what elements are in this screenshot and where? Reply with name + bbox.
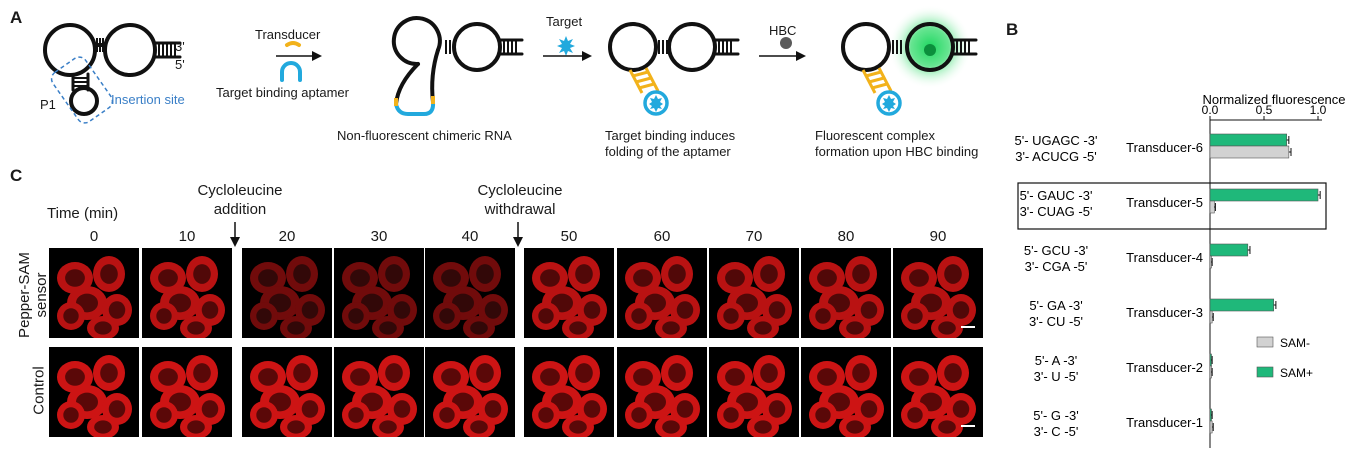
sequence-bottom-4: 3'- CU -5' [1029,314,1083,329]
x-tick-label-0: 0.0 [1202,103,1219,117]
aptamer-label: Target binding aptamer [216,85,349,100]
time-label-60: 60 [653,228,671,245]
category-label-transducer-5: Transducer-5 [1126,195,1203,210]
sequence-top-6: 5'- G -3' [1033,408,1078,423]
sequence-top-1: 5'- UGAGC -3' [1015,133,1098,148]
category-label-transducer-2: Transducer-2 [1126,360,1203,375]
sensor-image-10 [142,248,232,338]
category-label-transducer-3: Transducer-3 [1126,305,1203,320]
control-image-60 [617,347,707,437]
time-label-90: 90 [929,228,947,245]
scale-bar [961,425,975,427]
bar-sam-2 [1209,188,1319,202]
sensor-image-90 [893,248,983,338]
stem-5prime-label: 5' [175,57,185,72]
caption-fluorescent: Fluorescent complex formation upon HBC b… [815,128,979,159]
time-label-50: 50 [560,228,578,245]
transducer-label: Transducer [255,27,321,42]
bar-sam-4 [1209,310,1213,324]
legend-swatch-sam [1256,336,1274,348]
panel-c-letter: C [10,166,23,185]
sequence-top-4: 5'- GA -3' [1029,298,1082,313]
time-label-30: 30 [370,228,388,245]
target-label: Target [546,14,583,29]
x-tick-label-2: 1.0 [1310,103,1327,117]
sequence-top-2: 5'- GAUC -3' [1020,188,1093,203]
control-image-0 [49,347,139,437]
category-label-transducer-1: Transducer-1 [1126,415,1203,430]
insertion-site-box [50,56,114,124]
legend-swatch-sam [1256,366,1274,378]
row-label-control: Control [30,366,48,415]
bar-sam-6 [1209,420,1213,434]
p1-label: P1 [40,97,56,112]
time-label-80: 80 [837,228,855,245]
bar-sam-1 [1209,145,1290,159]
sensor-image-60 [617,248,707,338]
sensor-image-50 [524,248,614,338]
category-label-transducer-6: Transducer-6 [1126,140,1203,155]
panel-a-schematic [43,5,978,124]
sequence-bottom-3: 3'- CGA -5' [1025,259,1088,274]
panel-b-letter: B [1006,20,1019,39]
sensor-image-20 [242,248,332,338]
sensor-image-80 [801,248,891,338]
row-label-sensor: Pepper-SAM sensor [16,252,50,338]
cycloleucine-withdrawal-label: Cycloleucine withdrawal [477,182,563,218]
bar-sam-4 [1209,298,1275,312]
time-label-20: 20 [278,228,296,245]
control-image-20 [242,347,332,437]
control-image-80 [801,347,891,437]
folded-aptamer-icon [608,22,740,72]
insertion-site-label: Insertion site [111,92,185,107]
time-label-70: 70 [745,228,763,245]
time-label-40: 40 [461,228,479,245]
bar-sam-2 [1209,200,1215,214]
sequence-bottom-2: 3'- CUAG -5' [1020,204,1093,219]
control-image-40 [425,347,515,437]
caption-target-binding: Target binding induces folding of the ap… [605,128,736,159]
sequence-top-5: 5'- A -3' [1035,353,1078,368]
control-image-10 [142,347,232,437]
scale-bar [961,326,975,328]
hbc-label: HBC [769,23,797,38]
time-label-10: 10 [178,228,196,245]
sequence-top-3: 5'- GCU -3' [1024,243,1088,258]
panel-a-letter: A [10,8,23,27]
sensor-image-0 [49,248,139,338]
bar-sam-1 [1209,133,1287,147]
fluorescent-complex-icon [841,22,978,72]
highlight-box [1017,182,1327,230]
category-label-transducer-4: Transducer-4 [1126,250,1203,265]
legend-label-sam: SAM+ [1280,366,1313,380]
sequence-bottom-1: 3'- ACUCG -5' [1015,149,1097,164]
x-axis-title: Normalized fluorescence [1202,92,1345,107]
sequence-bottom-5: 3'- U -5' [1034,369,1079,384]
control-image-70 [709,347,799,437]
stem-3prime-label: 3' [175,39,185,54]
control-image-90 [893,347,983,437]
time-label-0: 0 [89,228,99,245]
caption-nonfluorescent: Non-fluorescent chimeric RNA [337,128,512,143]
control-image-30 [334,347,424,437]
legend-label-sam: SAM- [1280,336,1310,350]
time-label: Time (min) [47,205,119,222]
bar-sam-3 [1209,243,1249,257]
sensor-image-70 [709,248,799,338]
sensor-image-30 [334,248,424,338]
sequence-bottom-6: 3'- C -5' [1034,424,1079,439]
event-arrows [230,222,523,247]
x-tick-label-1: 0.5 [1256,103,1273,117]
sensor-image-40 [425,248,515,338]
cycloleucine-addition-label: Cycloleucine addition [197,182,283,218]
control-image-50 [524,347,614,437]
